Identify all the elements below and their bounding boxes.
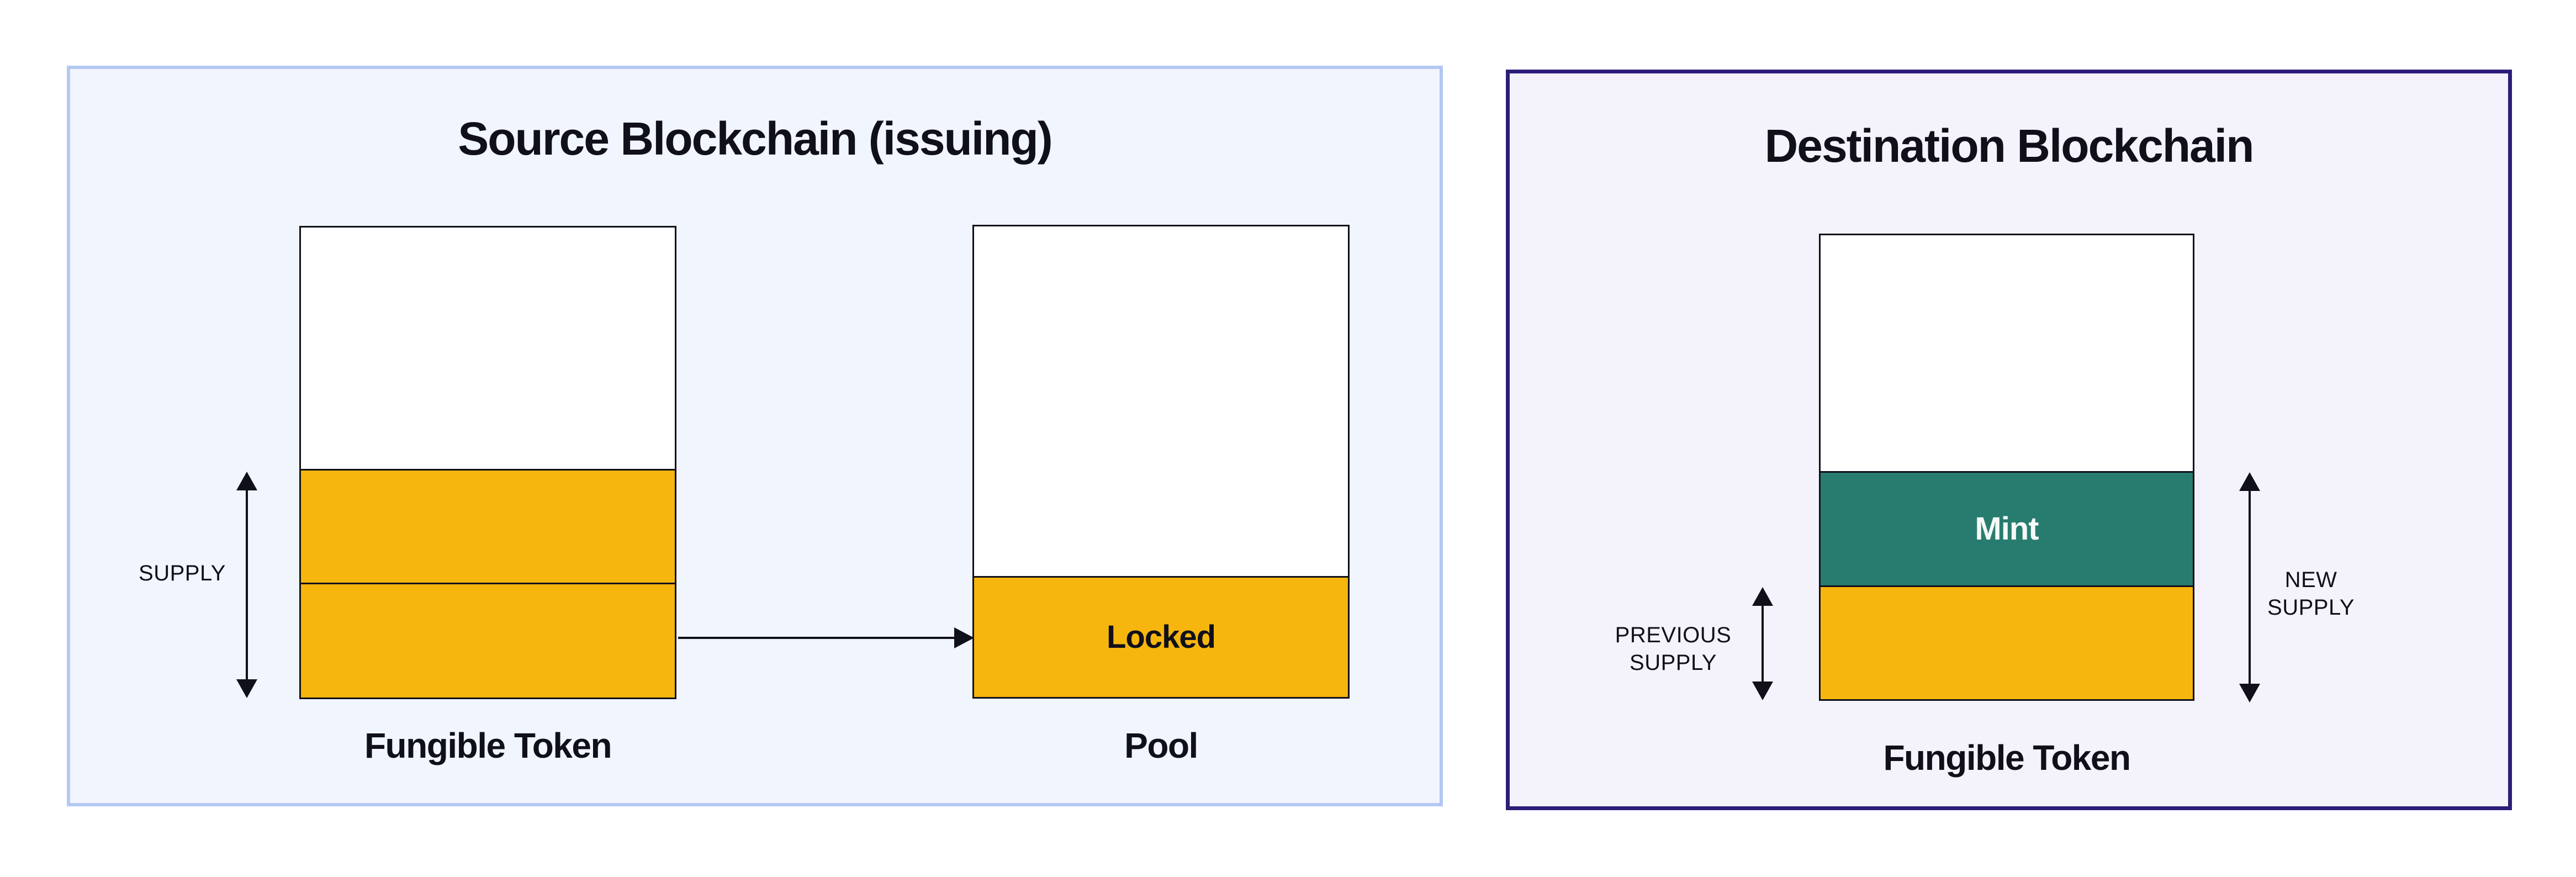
destination-fungible-token-bar: Mint [1819, 234, 2194, 701]
destination-blockchain-panel: Destination Blockchain Mint PREVIOUS SUP… [1506, 70, 2512, 810]
source-fungible-token-caption: Fungible Token [364, 726, 612, 765]
pool-bar: Locked [972, 225, 1350, 699]
mint-segment: Mint [1821, 471, 2193, 585]
previous-supply-range-arrow [1752, 587, 1773, 700]
pool-empty-segment [974, 226, 1348, 576]
destination-previous-supply-segment [1821, 585, 2193, 699]
supply-label: SUPPLY [139, 561, 226, 585]
source-supply-upper-segment [301, 469, 675, 583]
mint-label: Mint [1975, 511, 2039, 547]
lock-transfer-arrow [678, 627, 974, 648]
previous-supply-label: PREVIOUS SUPPLY [1615, 623, 1732, 675]
destination-fungible-token-caption: Fungible Token [1883, 738, 2131, 778]
pool-caption: Pool [1124, 726, 1198, 765]
source-unissued-segment [301, 228, 675, 469]
source-blockchain-panel: Source Blockchain (issuing) SUPPLY Fungi… [67, 66, 1443, 806]
new-supply-label: NEW SUPPLY [2267, 568, 2355, 620]
destination-panel-title: Destination Blockchain [1764, 120, 2255, 172]
source-fungible-token-bar [299, 226, 676, 699]
source-panel-title: Source Blockchain (issuing) [458, 113, 1053, 165]
locked-label: Locked [1106, 619, 1216, 655]
source-supply-lower-segment [301, 583, 675, 698]
new-supply-range-arrow [2239, 472, 2260, 702]
supply-range-arrow [236, 472, 257, 698]
destination-unissued-segment [1821, 235, 2193, 471]
pool-locked-segment: Locked [974, 576, 1348, 697]
